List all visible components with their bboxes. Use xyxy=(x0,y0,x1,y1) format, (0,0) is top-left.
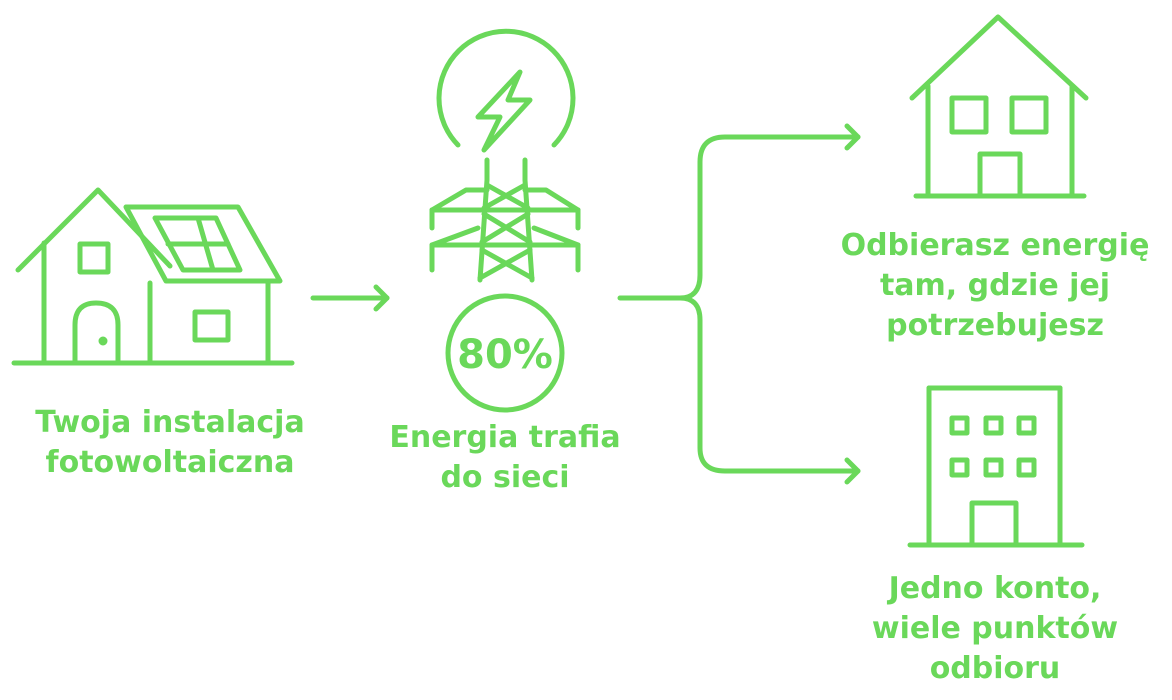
account-label-line: Jedno konto, xyxy=(888,571,1102,606)
house-icon xyxy=(909,14,1089,199)
installation-label-line: Twoja instalacja xyxy=(35,405,305,440)
percentage-value: 80% xyxy=(457,332,553,378)
office-building-icon xyxy=(907,385,1085,548)
receive-label: Odbierasz energię tam, gdzie jej potrzeb… xyxy=(820,226,1170,346)
grid-label-line: do sieci xyxy=(440,460,570,495)
grid-label: Energia trafia do sieci xyxy=(380,418,630,498)
power-tower-icon xyxy=(429,157,581,283)
account-label: Jedno konto, wiele punktów odbioru xyxy=(820,569,1170,689)
receive-label-line: Odbierasz energię xyxy=(840,228,1150,263)
solar-house-icon xyxy=(11,187,295,366)
installation-label: Twoja instalacja fotowoltaiczna xyxy=(10,403,330,483)
receive-label-line: potrzebujesz xyxy=(886,308,1104,343)
installation-label-line: fotowoltaiczna xyxy=(45,445,295,480)
receive-label-line: tam, gdzie jej xyxy=(879,268,1111,303)
percentage-badge: 80% xyxy=(445,293,565,413)
account-label-line: odbioru xyxy=(929,651,1061,686)
flow-arrow xyxy=(310,284,390,312)
lightning-icon xyxy=(436,28,576,153)
grid-label-line: Energia trafia xyxy=(389,420,621,455)
account-label-line: wiele punktów xyxy=(871,611,1119,646)
branch-connector xyxy=(617,123,861,485)
